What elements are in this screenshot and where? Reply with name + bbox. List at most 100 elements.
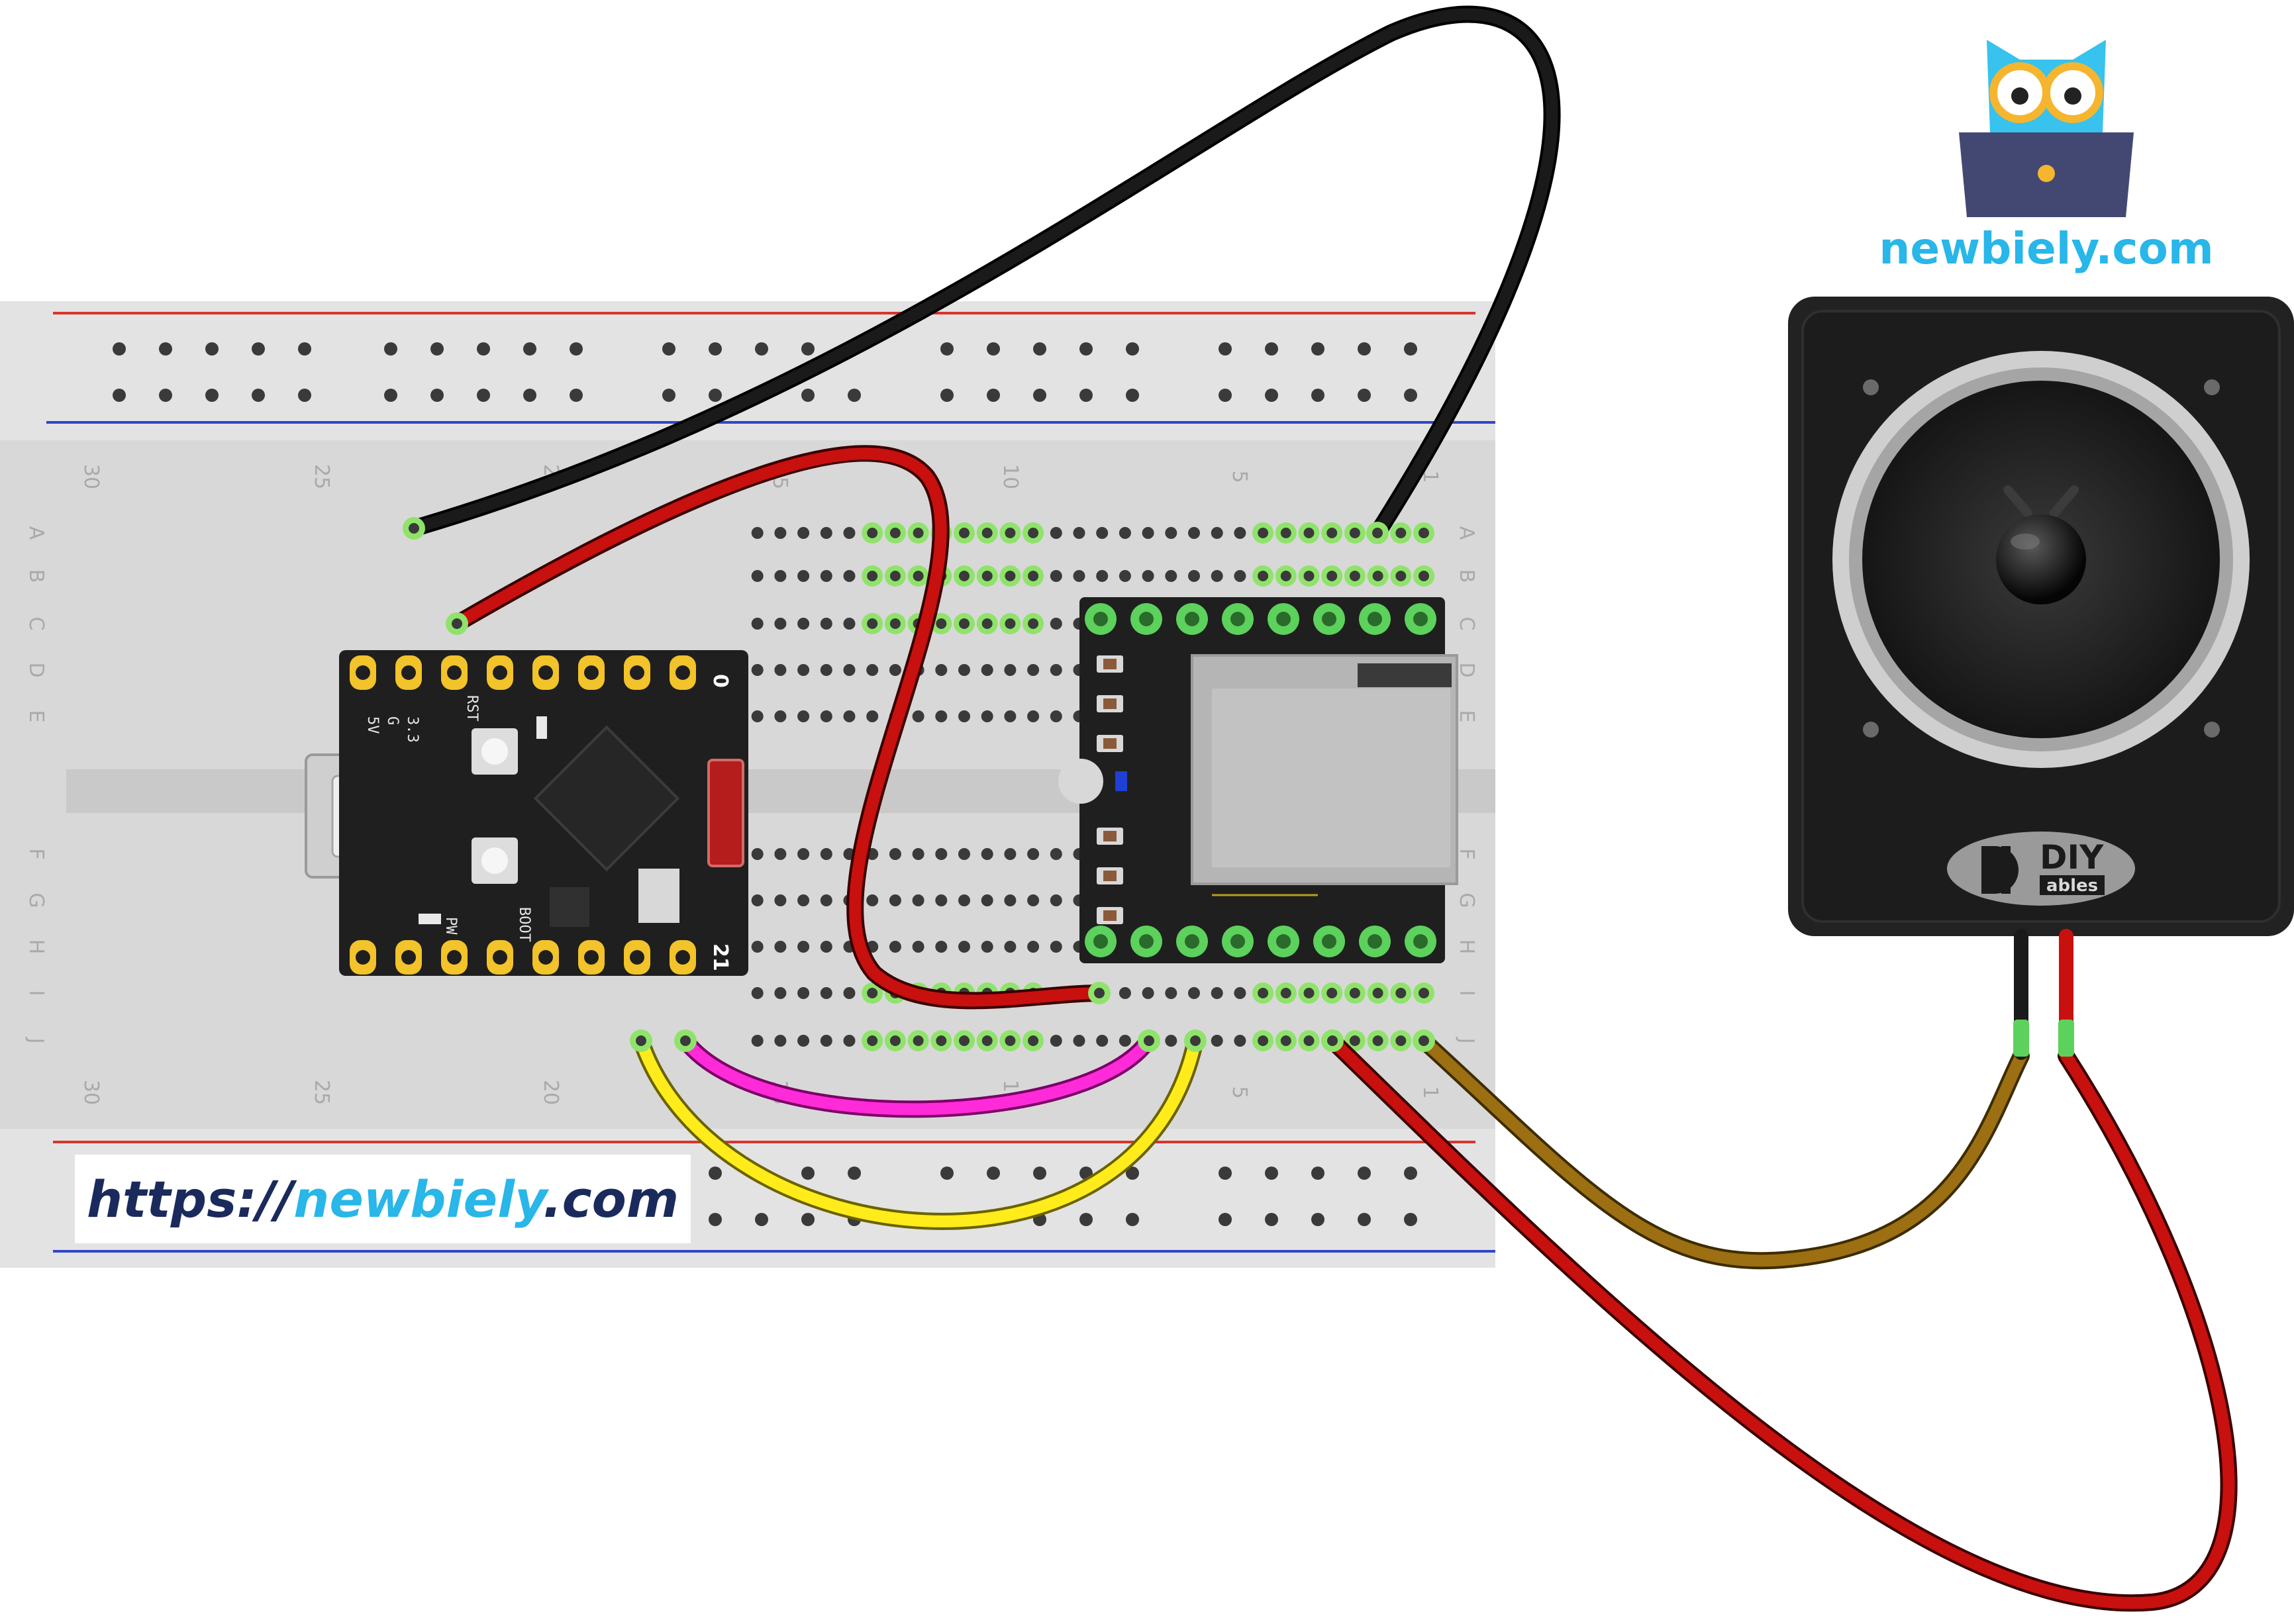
rail-hole: [1311, 1167, 1324, 1180]
row-letter: D: [25, 662, 48, 677]
breadboard-hole: [751, 941, 764, 953]
footer-link-tld: .com: [542, 1169, 679, 1229]
breadboard-hole-center: [1326, 528, 1338, 538]
breadboard-hole: [774, 527, 787, 539]
column-number: 30: [79, 1080, 103, 1105]
breadboard-hole: [843, 987, 856, 999]
breadboard-hole: [1142, 527, 1154, 539]
breadboard-hole-center: [981, 571, 993, 581]
breadboard-hole: [1004, 848, 1017, 860]
pin-label-rst: RST: [464, 695, 480, 722]
breadboard-hole: [889, 664, 901, 676]
smd-component-body: [1103, 871, 1117, 881]
rail-hole: [755, 1213, 768, 1226]
breadboard-hole: [751, 527, 764, 539]
breadboard-hole: [935, 941, 948, 953]
rail-hole: [1219, 342, 1232, 356]
breadboard-hole-center: [1303, 1035, 1315, 1046]
wire-endpoint-center: [409, 523, 419, 534]
breadboard-hole-center: [1349, 1035, 1360, 1046]
breadboard-hole: [751, 1035, 764, 1047]
row-letter: A: [1455, 526, 1478, 540]
rail-hole: [430, 342, 444, 356]
breadboard-hole-center: [1005, 618, 1016, 629]
rail-hole: [1219, 389, 1232, 402]
breadboard-hole-center: [959, 571, 970, 581]
rail-hole: [1079, 1213, 1093, 1226]
breadboard-hole: [981, 894, 993, 906]
breadboard-hole: [1211, 527, 1223, 539]
breadboard-hole-center: [1028, 571, 1039, 581]
smd-component-body: [1103, 831, 1117, 841]
breadboard-hole-center: [913, 571, 924, 581]
rail-hole: [1033, 1167, 1046, 1180]
breadboard-hole: [751, 987, 764, 999]
speaker-screw-top-right: [2204, 379, 2220, 395]
dfplayer-pin-hole: [1185, 934, 1199, 949]
breadboard-hole-center: [936, 1035, 947, 1046]
rail-hole: [1126, 389, 1139, 402]
breadboard-hole: [1165, 527, 1177, 539]
breadboard-hole-center: [1303, 528, 1315, 538]
breadboard-hole: [981, 941, 993, 953]
breadboard-hole: [820, 570, 832, 582]
pin-label-gnd: G: [384, 716, 401, 725]
red-wire-vcc: [451, 448, 1105, 1007]
row-letter: J: [25, 1037, 48, 1044]
header-pin-hole: [493, 950, 507, 965]
breadboard-hole: [1188, 570, 1200, 582]
breadboard-hole: [797, 664, 810, 676]
row-letter: H: [25, 939, 48, 955]
breadboard-hole-center: [1419, 571, 1429, 581]
speaker-lead-black-tip: [2013, 1020, 2029, 1057]
rail-hole: [113, 389, 126, 402]
rail-hole: [987, 342, 1000, 356]
breadboard-hole-center: [913, 528, 924, 538]
rail-hole: [801, 1167, 815, 1180]
breadboard-hole-center: [867, 1035, 878, 1046]
speaker-screw-top-left: [1863, 379, 1879, 395]
breadboard-hole-center: [1372, 988, 1383, 998]
smd-component-body: [1103, 698, 1117, 709]
rail-hole: [848, 389, 861, 402]
boot-button-cap: [481, 847, 508, 874]
pin-number-0: 0: [709, 674, 732, 688]
header-pin-hole: [584, 950, 599, 965]
row-letter: I: [25, 990, 48, 996]
breadboard-hole: [1050, 618, 1062, 630]
column-number: 5: [1228, 470, 1251, 483]
footer-link[interactable]: https://newbiely.com: [87, 1170, 679, 1229]
breadboard-hole-center: [1349, 571, 1360, 581]
dfplayer-header-pins: [1085, 603, 1436, 957]
breadboard-hole: [1142, 987, 1154, 999]
breadboard-hole-center: [913, 1035, 924, 1046]
breadboard-hole: [1050, 941, 1062, 953]
breadboard-hole-center: [1372, 571, 1383, 581]
rail-hole: [709, 1167, 722, 1180]
breadboard-hole: [1188, 987, 1200, 999]
rail-hole: [113, 342, 126, 356]
rail-hole: [252, 342, 265, 356]
dfplayer-pin-hole: [1230, 612, 1245, 626]
breadboard-hole: [843, 527, 856, 539]
ceramic-antenna: [707, 759, 744, 867]
row-letter: C: [25, 617, 48, 631]
breadboard-hole: [820, 941, 832, 953]
breadboard-hole: [774, 941, 787, 953]
breadboard-hole: [774, 618, 787, 630]
footer-link-domain: newbiely: [293, 1169, 543, 1229]
breadboard-hole: [1027, 710, 1040, 722]
rail-hole: [1358, 1213, 1371, 1226]
rail-hole: [1219, 1167, 1232, 1180]
rail-hole: [159, 389, 172, 402]
breadboard-hole: [1050, 570, 1062, 582]
crystal: [638, 869, 679, 923]
esp32-c3-board: 5V G 3.3 RST BOOT PW 0 21: [305, 650, 748, 976]
breadboard-hole-center: [1005, 571, 1016, 581]
dfplayer-pin-hole: [1139, 612, 1154, 626]
breadboard-hole: [1073, 570, 1085, 582]
speaker-brand-sub: ables: [2046, 876, 2098, 896]
breadboard-hole: [1188, 527, 1200, 539]
header-pin-hole: [493, 665, 507, 680]
breadboard-hole-center: [867, 618, 878, 629]
